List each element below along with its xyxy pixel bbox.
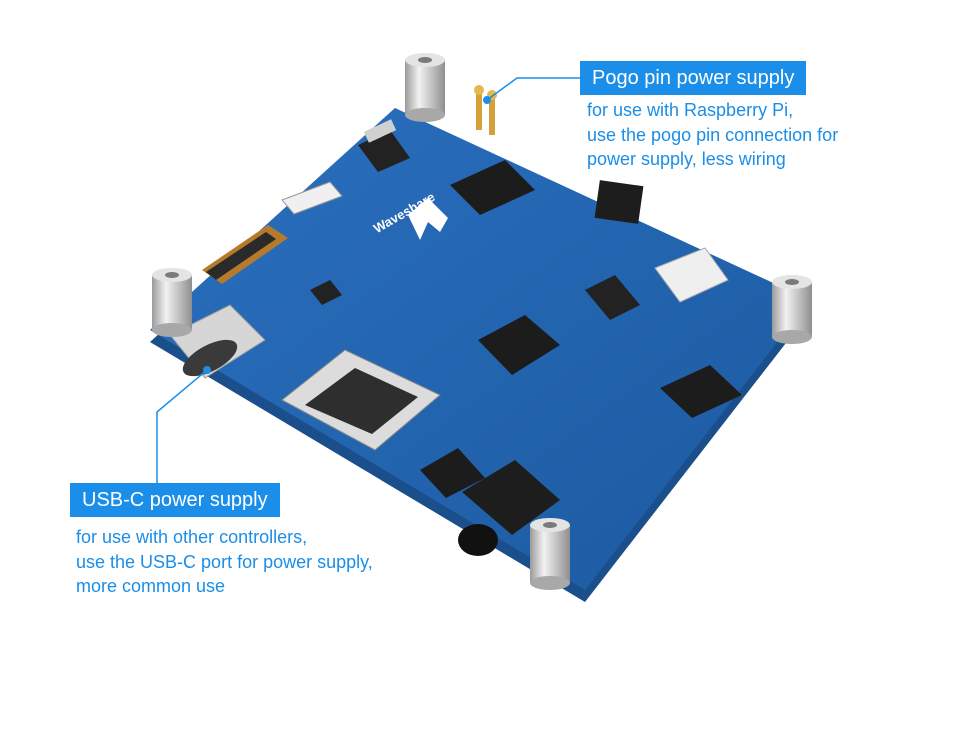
regulator-right [585, 275, 640, 320]
audio-jack [458, 460, 560, 556]
standoff-left [152, 268, 192, 337]
pogo-leader-line [483, 77, 580, 104]
usbc-desc-line: for use with other controllers, [76, 527, 308, 547]
tiny-chip [310, 280, 342, 305]
standoff-bottom [530, 518, 570, 590]
usbc-desc-line: use the USB-C port for power supply, [76, 551, 373, 572]
standoff-top [405, 53, 445, 122]
standoff-right [772, 275, 812, 344]
usb-c-port [169, 304, 266, 379]
ic-chip-top [450, 160, 535, 215]
pogo-callout-title: Pogo pin power supply [580, 61, 807, 95]
hdmi-port [281, 349, 441, 451]
ic-chip-center [478, 315, 560, 375]
pogo-callout-description: for use with Raspberry Pi, use the pogo … [587, 98, 838, 172]
pogo-pins [474, 85, 497, 135]
usbc-leader-line [156, 366, 211, 483]
pogo-desc-line: power supply, less wiring [587, 149, 786, 169]
pogo-desc-line: use the pogo pin connection for [587, 124, 839, 145]
pcb-board [150, 108, 810, 590]
white-4pin-connector [654, 247, 729, 303]
ffc-connector [202, 225, 288, 284]
small-connector [281, 181, 343, 215]
ic-chip-right [660, 365, 742, 418]
switch-component [594, 180, 644, 224]
usbc-callout-description: for use with other controllers, use the … [76, 525, 373, 599]
pogo-desc-line: for use with Raspberry Pi, [587, 100, 794, 120]
usbc-desc-line: more common use [76, 576, 226, 596]
usbc-callout-title: USB-C power supply [70, 483, 280, 517]
ic-chip-bottom [420, 448, 485, 498]
